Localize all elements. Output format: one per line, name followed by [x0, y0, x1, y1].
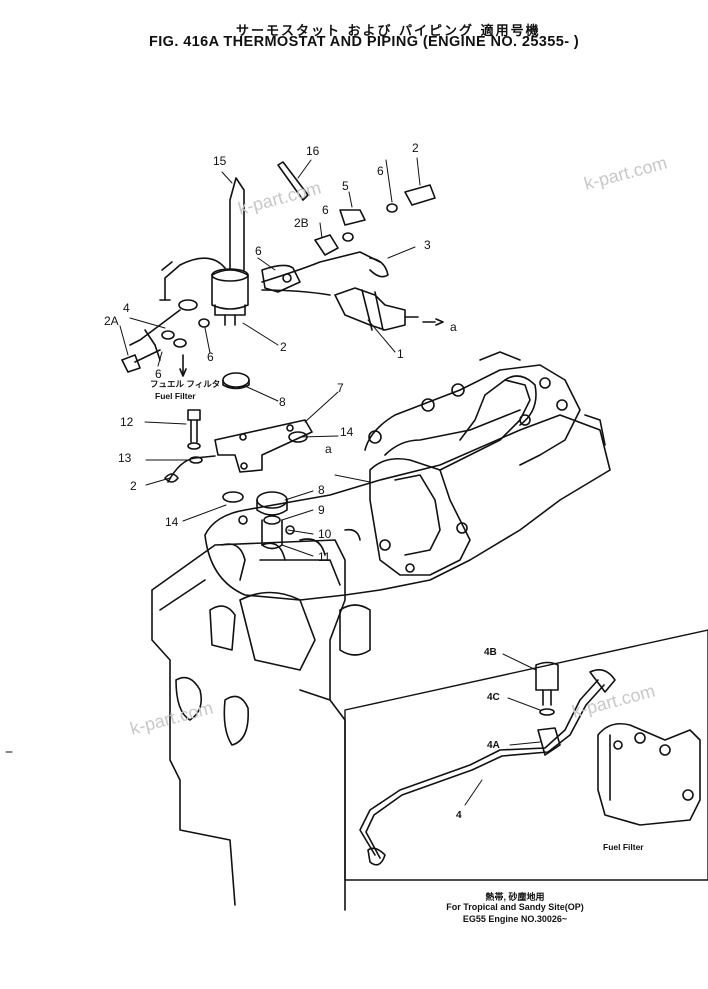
- cylinder-head: [204, 351, 611, 601]
- label-6-top: 6: [377, 164, 384, 178]
- fuel-filter-assembly: [121, 177, 249, 377]
- label-3: 3: [424, 238, 431, 252]
- label-a-upper: a: [450, 320, 457, 334]
- inset-fuel-filter-label: Fuel Filter: [603, 842, 644, 852]
- figure-title: FIG. 416A THERMOSTAT AND PIPING (ENGINE …: [149, 34, 580, 50]
- watermark-1: k-part.com: [582, 153, 669, 194]
- label-2c-num: 2: [412, 141, 419, 155]
- inset-label-4: 4: [456, 810, 462, 821]
- label-8-upper: 8: [279, 395, 286, 409]
- label-16: 16: [306, 144, 320, 158]
- fuel-filter-jp: フュエル フィルタ: [150, 379, 220, 389]
- label-2: 2: [280, 340, 287, 354]
- bracket-7: [164, 372, 313, 483]
- label-15: 15: [213, 154, 227, 168]
- inset-caption-line1: For Tropical and Sandy Site(OP): [446, 902, 584, 912]
- label-7: 7: [337, 381, 344, 395]
- label-13: 13: [118, 451, 132, 465]
- label-2a: 2A: [104, 314, 119, 328]
- inset-tropical: [344, 629, 708, 881]
- label-14-left: 14: [165, 515, 179, 529]
- label-2b: 2B: [294, 216, 309, 230]
- pipe-3-and-sender: [261, 161, 444, 331]
- engine-block: [151, 539, 371, 911]
- label-11: 11: [318, 550, 331, 564]
- label-9: 9: [318, 503, 325, 517]
- inset-label-4b: 4B: [484, 647, 497, 658]
- inset-label-4c: 4C: [487, 692, 500, 703]
- label-a-lower: a: [325, 442, 332, 456]
- inset-label-4a: 4A: [487, 740, 500, 751]
- label-8-lower: 8: [318, 483, 325, 497]
- fuel-filter-label: Fuel Filter: [155, 391, 196, 401]
- label-6-left: 6: [255, 244, 262, 258]
- watermark-2: k-part.com: [236, 178, 323, 219]
- label-6-mid: 6: [322, 203, 329, 217]
- label-1: 1: [397, 347, 404, 361]
- label-6-lower: 6: [155, 367, 162, 381]
- watermark-3: k-part.com: [128, 698, 215, 739]
- label-10: 10: [318, 527, 332, 541]
- label-6-filter: 6: [207, 350, 214, 364]
- title-japanese: サーモスタット および パイピング 適用号機: [236, 24, 541, 39]
- label-12: 12: [120, 415, 134, 429]
- inset-caption-jp: 熱帯, 砂塵地用: [485, 892, 545, 902]
- leader-lines: [119, 157, 421, 557]
- label-4: 4: [123, 301, 130, 315]
- label-14-right: 14: [340, 425, 354, 439]
- label-2-lower: 2: [130, 479, 137, 493]
- label-5: 5: [342, 179, 349, 193]
- inset-caption-line2: EG55 Engine NO.30026~: [462, 914, 568, 924]
- watermark-4: k-part.com: [570, 681, 657, 722]
